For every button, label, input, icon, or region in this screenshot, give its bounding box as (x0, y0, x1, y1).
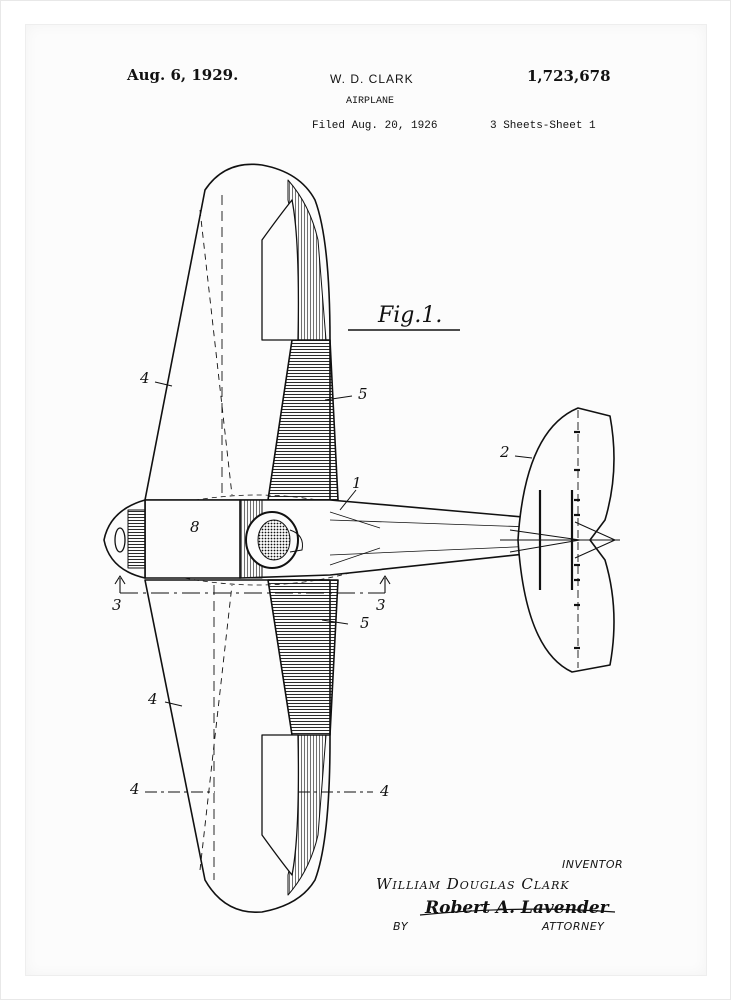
inventor-label: INVENTOR (562, 858, 624, 871)
figure-label: Fig.1. (378, 303, 443, 328)
attorney-label: ATTORNEY (542, 920, 605, 933)
patent-subject: AIRPLANE (346, 96, 395, 107)
filed-date: Filed Aug. 20, 1926 (312, 120, 438, 132)
lower-flap-hatch (267, 579, 339, 736)
engine-cowl (144, 499, 241, 579)
label-wing-bottom-left: 4 (130, 780, 140, 798)
inventor-short-name: W. D. CLARK (330, 72, 414, 86)
label-wing-upper: 4 (140, 369, 150, 387)
label-surface-upper: 5 (358, 385, 368, 403)
label-wing-lower: 4 (148, 690, 158, 708)
upper-aileron (261, 199, 300, 341)
sheet-count: 3 Sheets-Sheet 1 (490, 120, 596, 132)
lower-aileron (261, 734, 300, 876)
label-fuselage: 1 (352, 474, 362, 492)
patent-number: 1,723,678 (527, 67, 611, 85)
label-section-left: 3 (112, 596, 122, 614)
label-engine: 8 (190, 518, 200, 536)
inventor-name: William Douglas Clark (376, 875, 570, 893)
attorney-signature: Robert A. Lavender (425, 898, 609, 918)
patent-date: Aug. 6, 1929. (127, 66, 239, 84)
label-tail: 2 (500, 443, 510, 461)
label-surface-lower: 5 (360, 614, 370, 632)
by-label: BY (393, 920, 409, 933)
label-wing-bottom-right: 4 (380, 782, 390, 800)
label-section-right: 3 (376, 596, 386, 614)
